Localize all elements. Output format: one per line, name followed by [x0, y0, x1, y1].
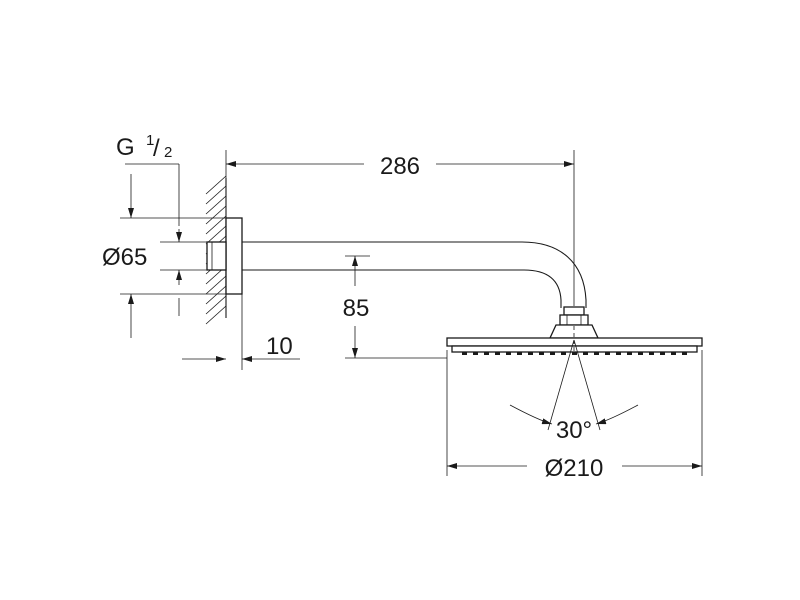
arm-length-label: 286: [380, 153, 420, 180]
thread-size-label: G: [116, 134, 135, 161]
thread-size-numerator: 1: [146, 132, 154, 149]
thread-size-denominator: 2: [164, 144, 172, 161]
svg-text:/: /: [153, 135, 160, 162]
drop-height-dimension: 85: [343, 255, 447, 359]
head-diameter-label: Ø210: [545, 455, 604, 482]
arm-length-dimension: 286: [225, 150, 575, 306]
wall-offset-label: 10: [266, 333, 293, 360]
thread-size-dimension: G 1 / 2: [116, 132, 207, 316]
swivel-cone: [509, 326, 639, 431]
flange-diameter-dimension: Ø65: [102, 174, 226, 338]
flange-diameter-label: Ø65: [102, 244, 147, 271]
head-diameter-dimension: Ø210: [446, 350, 703, 482]
swivel-angle-dimension: 30°: [556, 417, 592, 444]
wall-offset-dimension: 10: [182, 294, 300, 370]
drop-height-label: 85: [343, 295, 370, 322]
shower-arm: [242, 241, 587, 308]
swivel-angle-label: 30°: [556, 417, 592, 444]
wall-flange: [206, 217, 243, 295]
